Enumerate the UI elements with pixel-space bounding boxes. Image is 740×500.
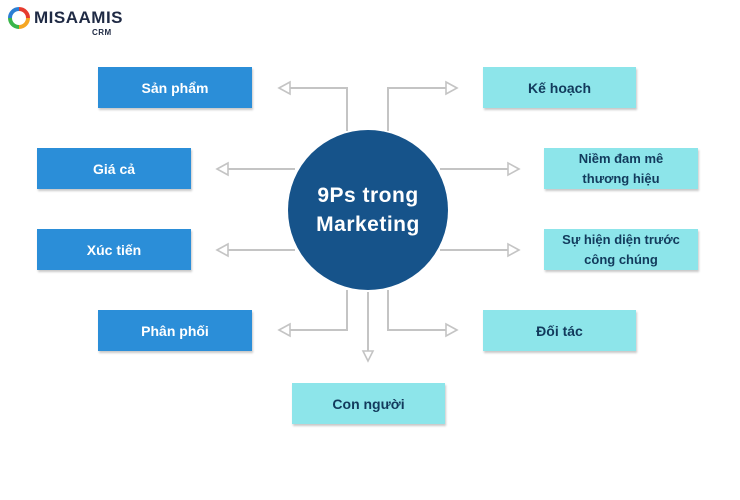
node-promotion: Xúc tiến bbox=[37, 229, 191, 270]
connector-price-arrowhead bbox=[215, 161, 229, 177]
misa-logo-icon bbox=[8, 7, 30, 29]
node-presence: Sự hiện diện trước công chúng bbox=[544, 229, 698, 270]
node-price: Giá cả bbox=[37, 148, 191, 189]
connector-place bbox=[280, 290, 348, 331]
node-product-label: Sản phẩm bbox=[141, 79, 209, 96]
connector-place-arrowhead bbox=[277, 322, 291, 338]
connector-plan-arrowhead bbox=[445, 80, 459, 96]
node-people: Con người bbox=[292, 383, 445, 424]
node-promotion-label: Xúc tiến bbox=[86, 241, 142, 258]
node-passion: Niềm đam mê thương hiệu bbox=[544, 148, 698, 189]
node-plan: Kế hoạch bbox=[483, 67, 636, 108]
node-place: Phân phối bbox=[98, 310, 252, 351]
node-people-label: Con người bbox=[332, 395, 405, 412]
node-passion-label: Niềm đam mê thương hiệu bbox=[578, 150, 664, 186]
node-product: Sản phẩm bbox=[98, 67, 252, 108]
node-place-label: Phân phối bbox=[141, 322, 209, 339]
node-plan-label: Kế hoạch bbox=[527, 79, 591, 96]
connector-product-arrowhead bbox=[277, 80, 291, 96]
connector-presence-arrowhead bbox=[507, 242, 521, 258]
connector-passion-arrowhead bbox=[507, 161, 521, 177]
connector-product bbox=[280, 87, 348, 131]
misa-amis-logo: MISAAMIS CRM bbox=[8, 6, 128, 40]
brand-name: MISAAMIS bbox=[34, 8, 123, 27]
hub-circle: 9Ps trong Marketing bbox=[288, 130, 448, 290]
hub-title: 9Ps trong Marketing bbox=[316, 184, 420, 236]
node-partners-label: Đối tác bbox=[536, 322, 583, 339]
brand-sub: CRM bbox=[92, 28, 112, 37]
node-partners: Đối tác bbox=[483, 310, 636, 351]
node-price-label: Giá cả bbox=[92, 160, 136, 177]
connector-plan bbox=[387, 87, 456, 131]
connector-partners-arrowhead bbox=[445, 322, 459, 338]
connector-people-arrowhead bbox=[361, 350, 375, 363]
node-presence-label: Sự hiện diện trước công chúng bbox=[562, 231, 680, 267]
connector-partners bbox=[387, 290, 456, 331]
connector-promotion-arrowhead bbox=[215, 242, 229, 258]
